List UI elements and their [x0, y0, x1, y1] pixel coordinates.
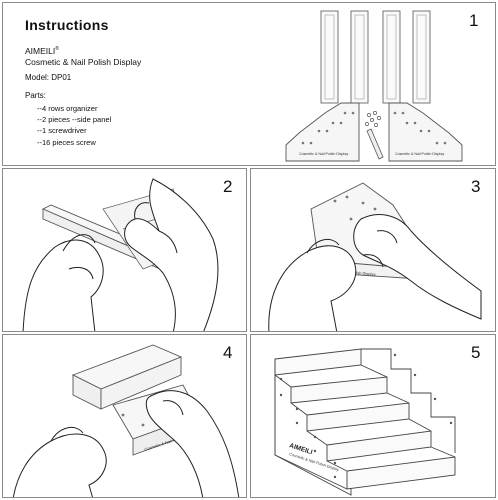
- step-number: 4: [223, 343, 233, 362]
- shelf-row-pieces: [320, 10, 431, 104]
- step-number: 2: [223, 177, 233, 196]
- instructions-title: Instructions: [25, 17, 109, 33]
- parts-heading: Parts:: [25, 91, 46, 100]
- parts-illustration: Cosmetic & Nail Polish Display Cosmetic …: [285, 10, 463, 162]
- parts-list-item: --16 pieces screw: [37, 137, 96, 147]
- side-panel-right: [388, 102, 463, 162]
- left-hand: [12, 426, 107, 497]
- step-number: 1: [469, 11, 479, 30]
- step-3-panel: 3 Cosmetic & Nail Polish Display: [250, 168, 496, 332]
- parts-list-item: --4 rows organizer: [37, 104, 98, 113]
- model-number: Model: DP01: [25, 73, 72, 82]
- parts-list-item: --1 screwdriver: [37, 126, 87, 136]
- screwdriver-illustration: [366, 128, 384, 160]
- right-hand: [353, 214, 482, 320]
- right-hand: [124, 178, 219, 331]
- step-3-illustration: Cosmetic & Nail Polish Display: [268, 182, 482, 331]
- screws-illustration: [365, 111, 381, 127]
- step-4-illustration: Cosmetic & Nail Polish Display: [12, 344, 240, 497]
- side-panel-label-right: Cosmetic & Nail Polish Display: [395, 152, 444, 156]
- brand-block: AIMEILI® Cosmetic & Nail Polish Display: [25, 44, 141, 68]
- product-name: Cosmetic & Nail Polish Display: [25, 56, 142, 67]
- right-hand: [145, 390, 240, 497]
- assembled-rack-illustration: AIMEILI Cosmetic & Nail Polish Display: [274, 348, 456, 496]
- side-panel-label-left: Cosmetic & Nail Polish Display: [299, 152, 348, 156]
- brand-name: AIMEILI: [25, 45, 56, 56]
- parts-list: --4 rows organizer --2 pieces --side pan…: [37, 103, 111, 148]
- step-2-panel: 2: [2, 168, 247, 332]
- assembled-rack: [274, 348, 456, 496]
- left-hand: [268, 238, 357, 331]
- step-4-panel: 4 Cosmetic & Nail Polish Display: [2, 334, 247, 498]
- step-number: 5: [471, 343, 481, 362]
- parts-list-item: --2 pieces --side panel: [37, 115, 112, 125]
- registered-mark: ®: [55, 46, 59, 52]
- side-panel-left: [285, 102, 360, 162]
- step-5-panel: 5: [250, 334, 496, 498]
- step-1-panel: Instructions AIMEILI® Cosmetic & Nail Po…: [2, 2, 496, 166]
- left-hand: [22, 234, 104, 331]
- step-number: 3: [471, 177, 481, 196]
- step-2-illustration: [22, 178, 219, 331]
